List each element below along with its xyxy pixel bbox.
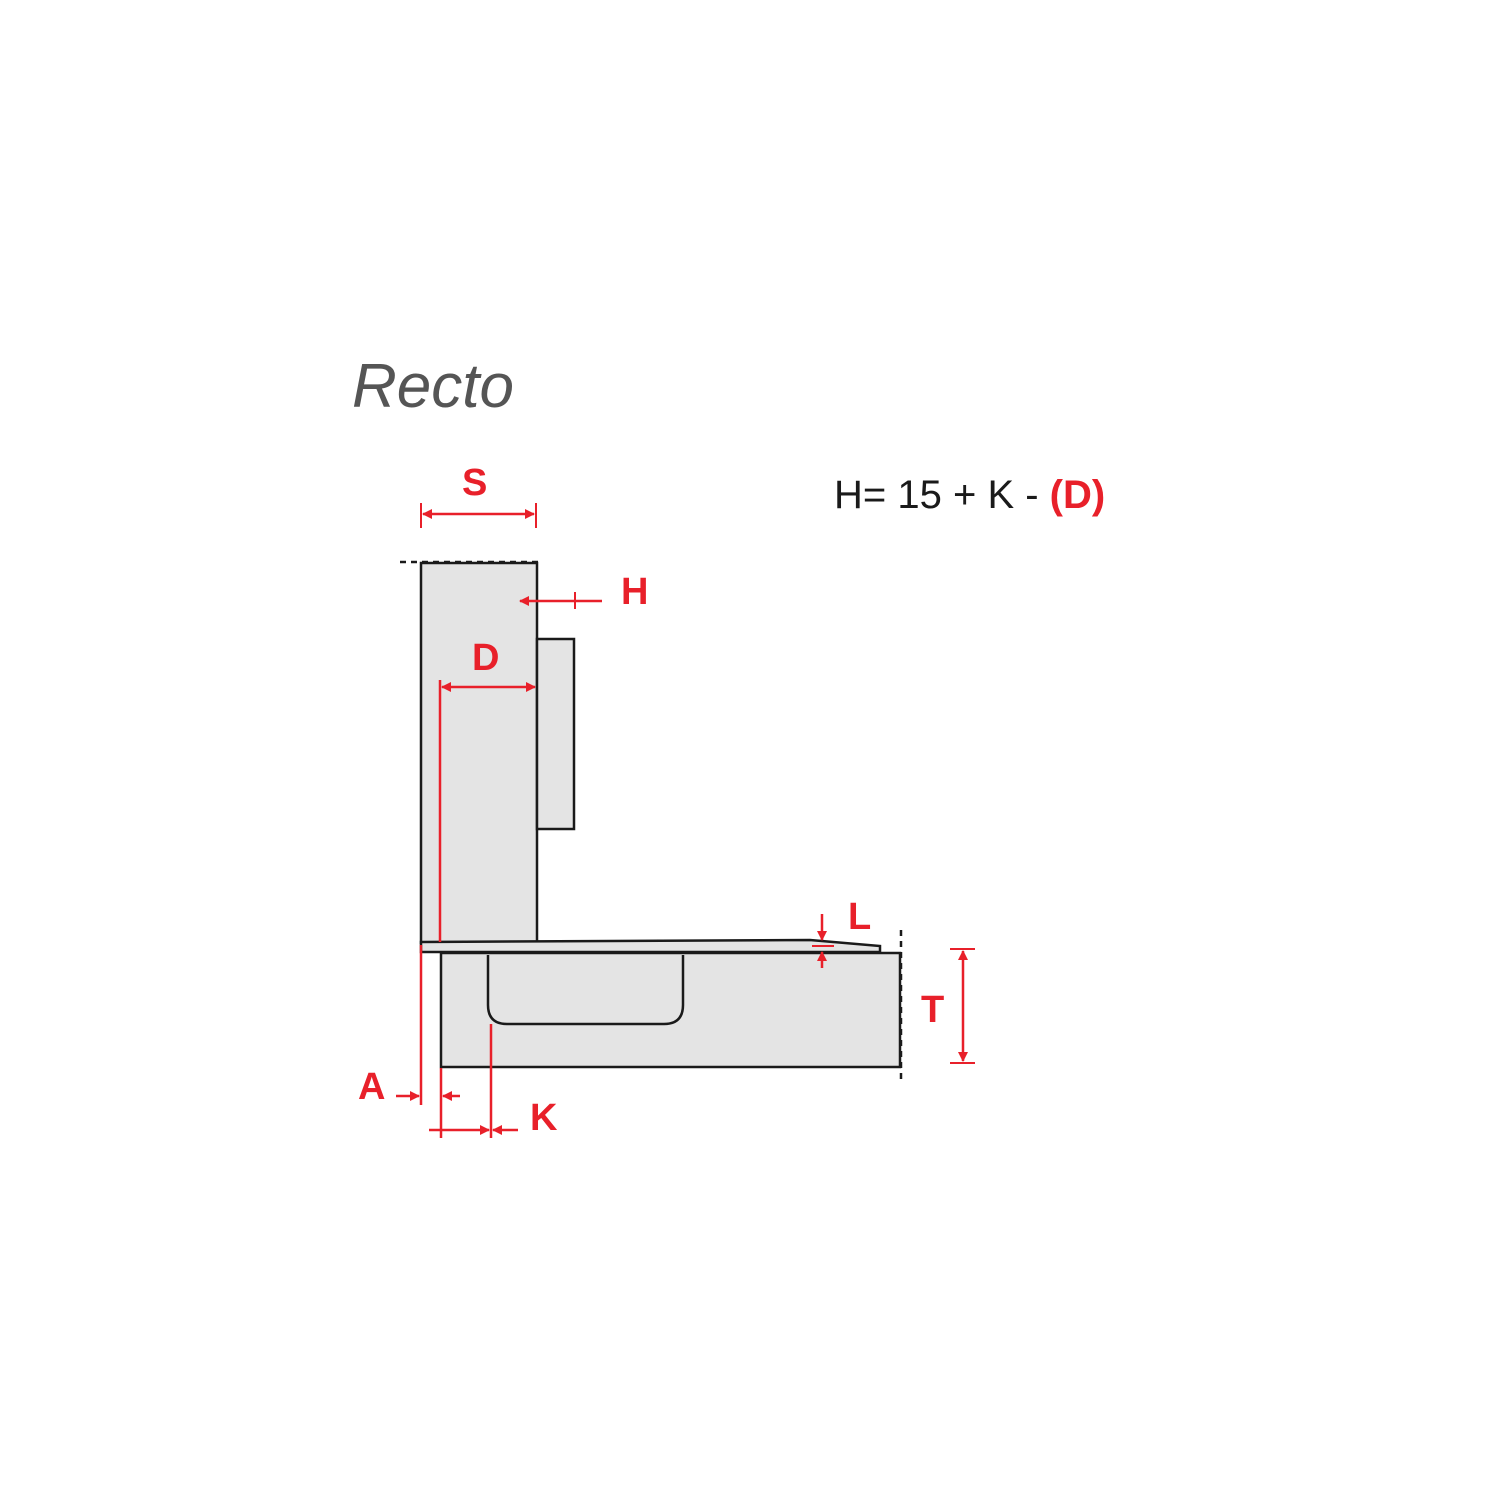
dim-label-h: H	[621, 571, 648, 613]
dim-label-t: T	[921, 989, 944, 1031]
mounting-plate	[535, 637, 576, 831]
hinge-cup	[486, 955, 685, 1026]
dim-label-d: D	[472, 637, 499, 679]
dim-label-s: S	[462, 462, 487, 504]
formula-highlight: (D)	[1050, 473, 1106, 517]
dim-label-a: A	[358, 1066, 385, 1108]
dim-label-k: K	[530, 1097, 558, 1139]
formula-prefix: H= 15 + K -	[834, 473, 1050, 517]
door-panel	[439, 951, 902, 1069]
diagram-title: Recto	[352, 352, 514, 421]
hinge-arm	[419, 938, 882, 954]
formula: H= 15 + K - (D)	[834, 473, 1105, 517]
cabinet-side-panel	[419, 561, 539, 945]
dim-label-l: L	[848, 896, 871, 938]
